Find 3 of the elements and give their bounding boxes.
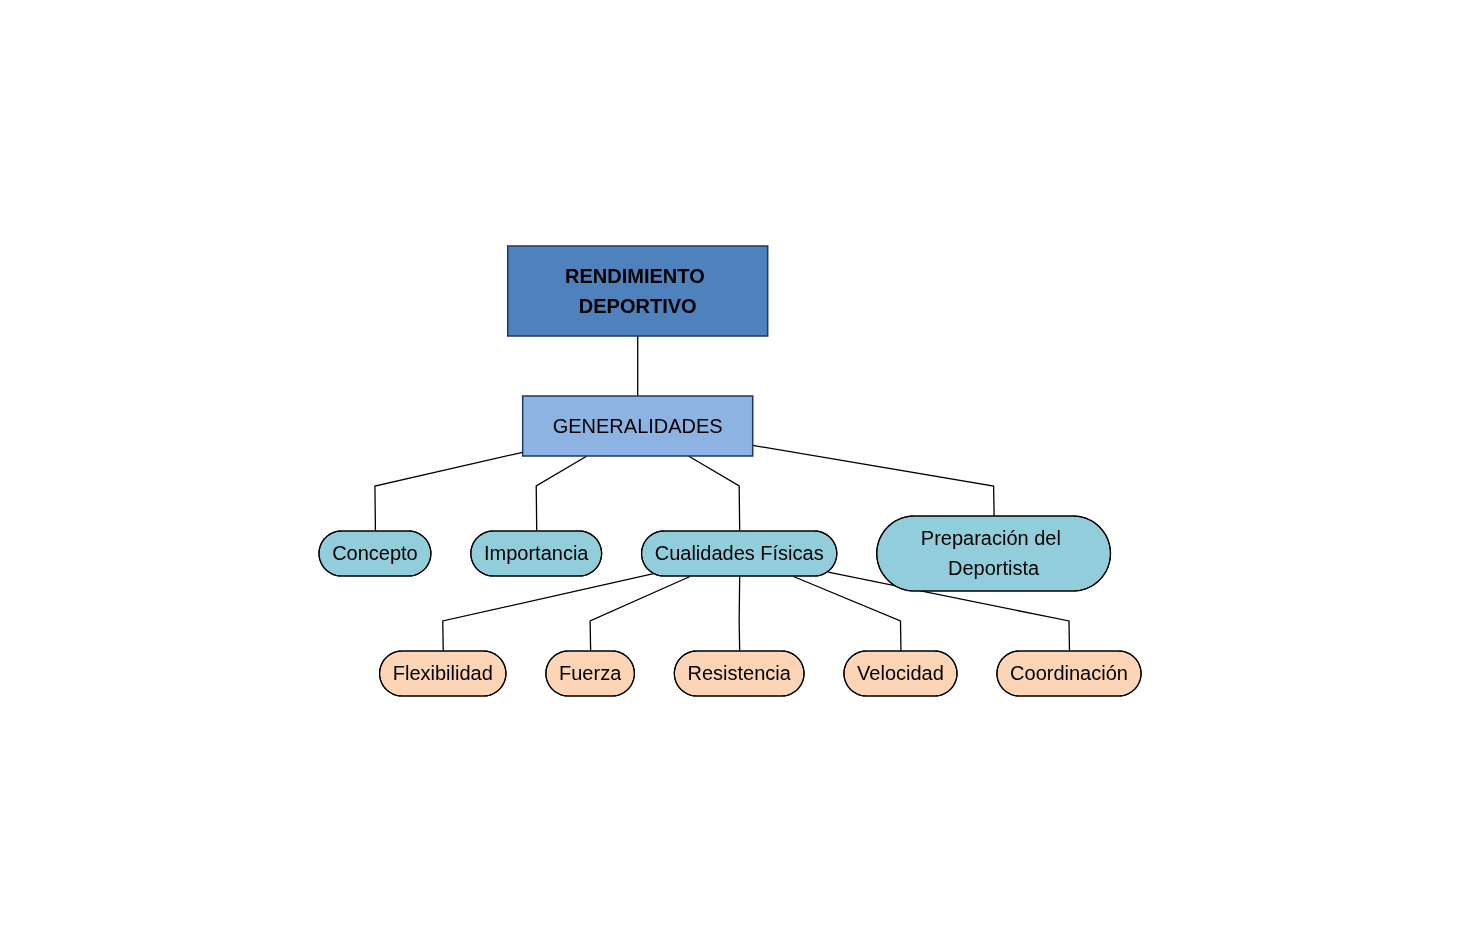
node-box: GENERALIDADES (522, 395, 754, 457)
node-box: RENDIMIENTO DEPORTIVO (507, 245, 769, 337)
connector (637, 335, 639, 397)
